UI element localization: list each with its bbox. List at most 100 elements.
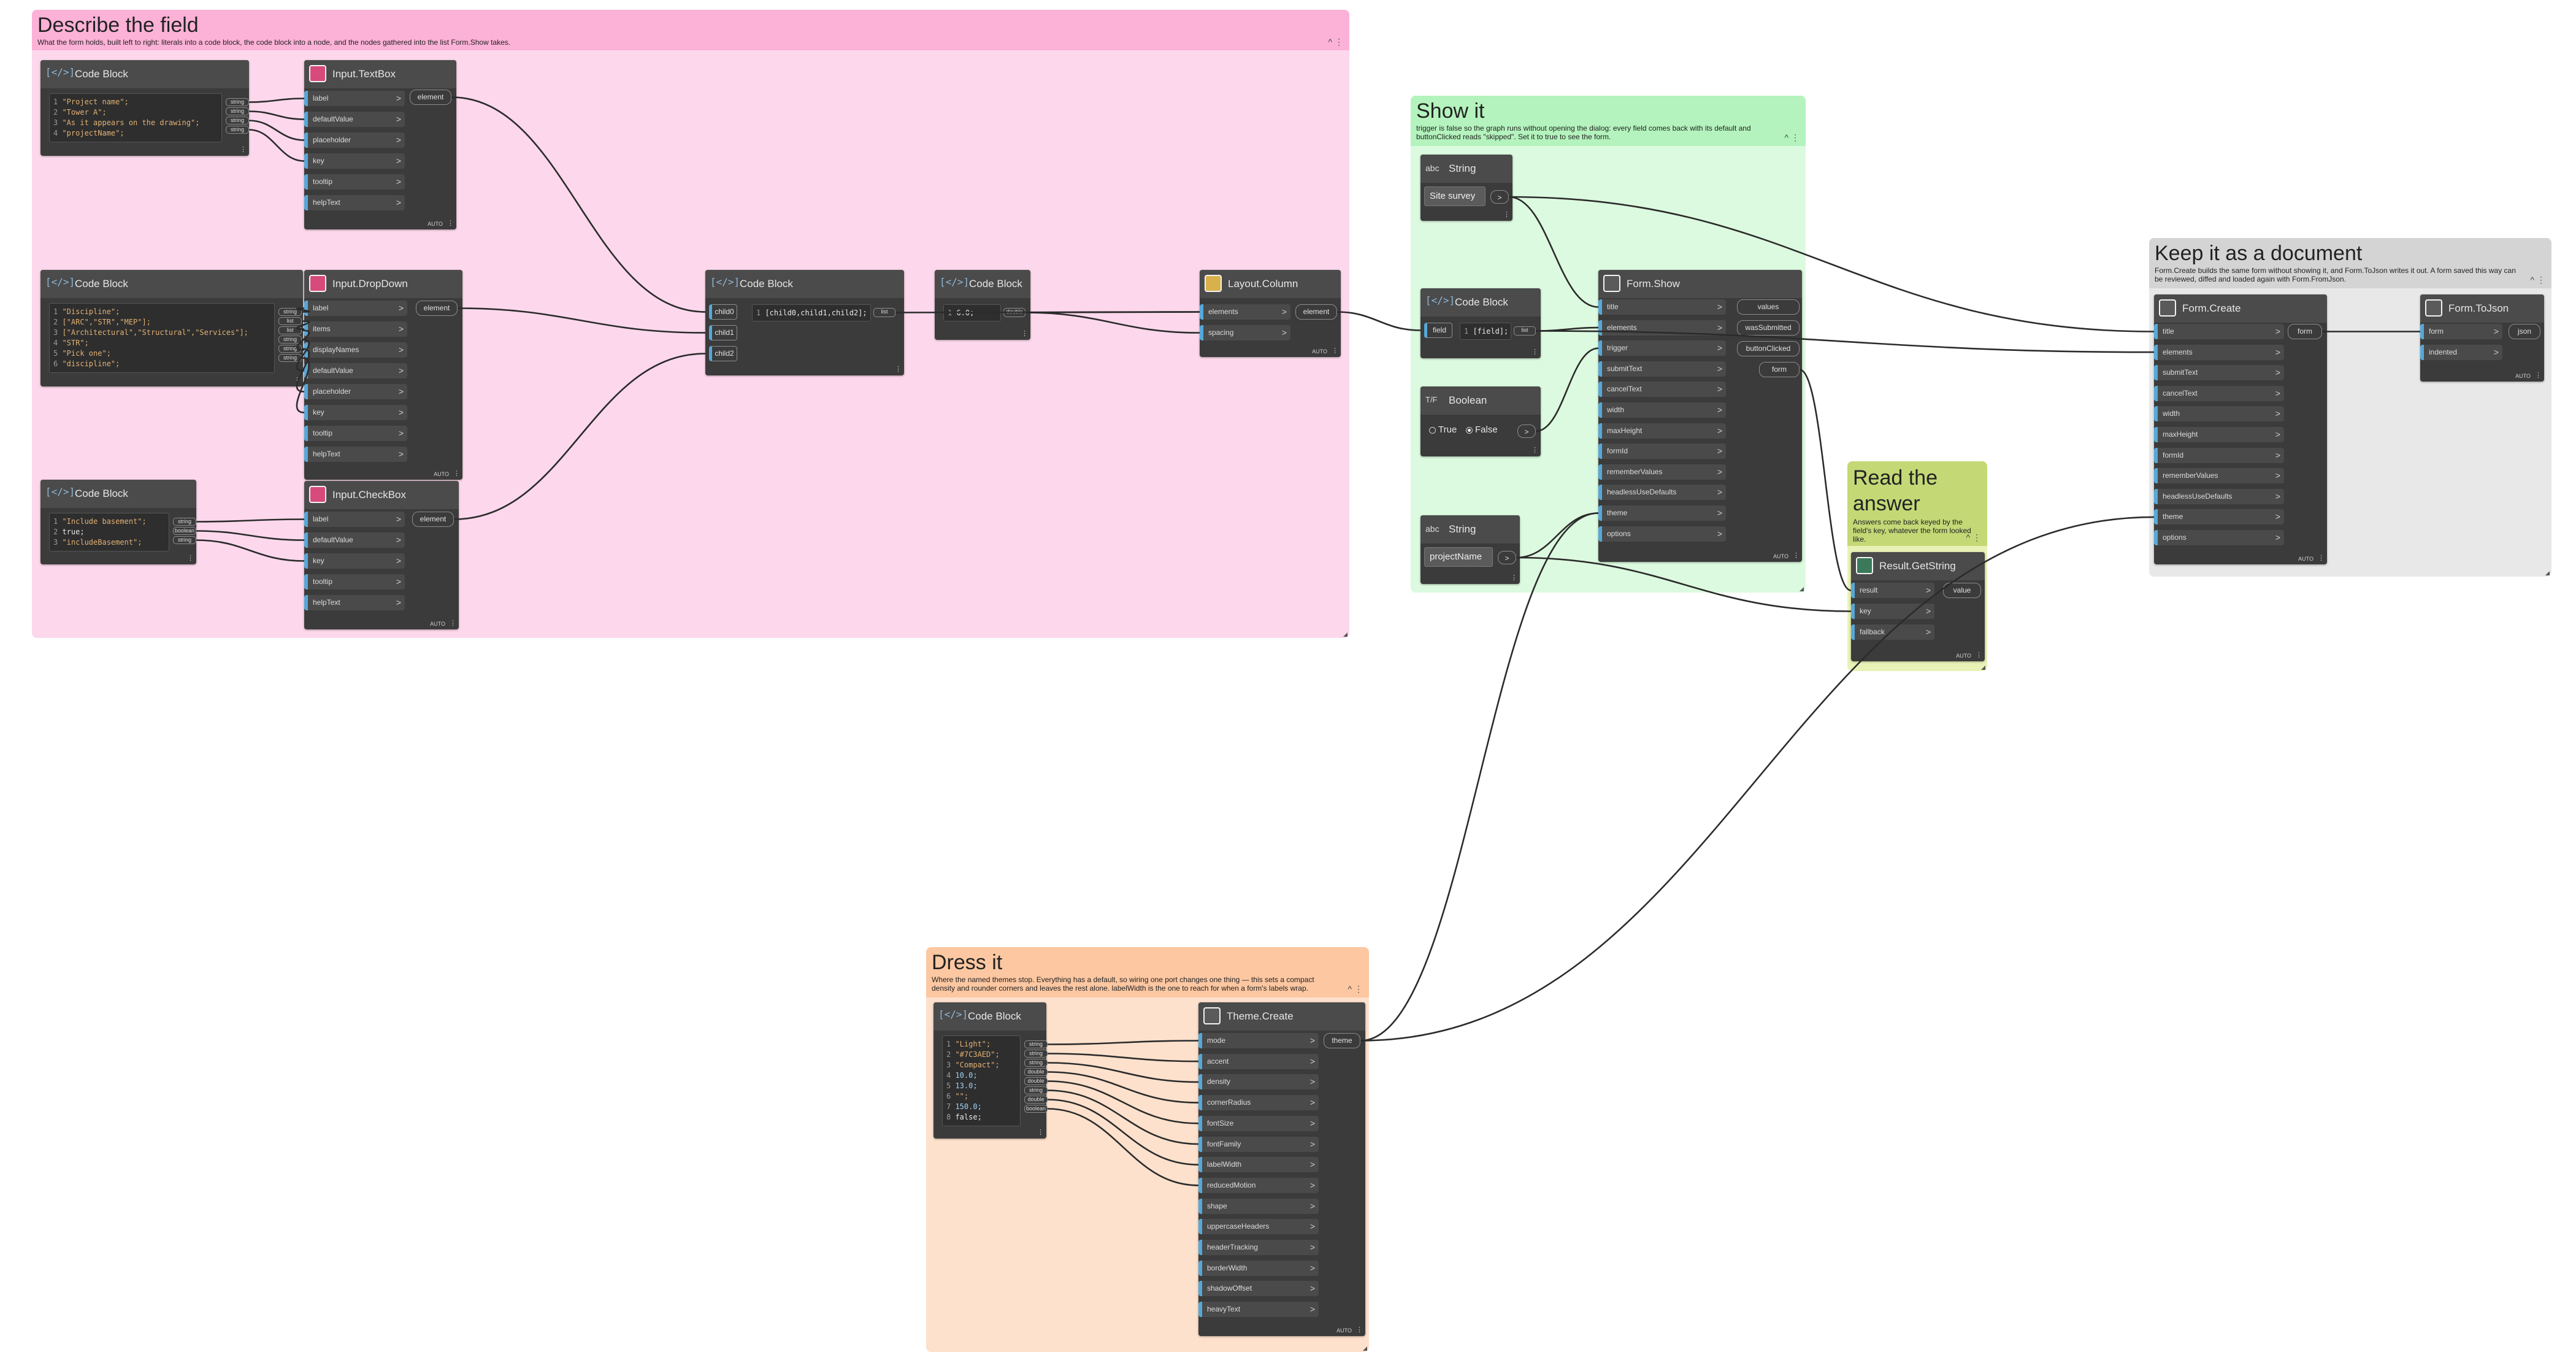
output-type-tag[interactable]: boolean <box>1024 1105 1048 1113</box>
input-port-items[interactable]: items> <box>304 321 407 337</box>
input-port-fontSize[interactable]: fontSize> <box>1198 1115 1319 1131</box>
input-port-tooltip[interactable]: tooltip> <box>304 574 405 590</box>
input-port-labelWidth[interactable]: labelWidth> <box>1198 1157 1319 1173</box>
output-type-tag[interactable]: string <box>1024 1050 1048 1058</box>
input-port-defaultValue[interactable]: defaultValue> <box>304 112 405 127</box>
node-menu-icon[interactable]: ⋮ <box>447 220 454 227</box>
node-menu-icon[interactable]: ⋮ <box>1037 1129 1044 1136</box>
input-port-density[interactable]: density> <box>1198 1074 1319 1090</box>
output-type-tag[interactable]: string <box>173 518 196 526</box>
input-port-formId[interactable]: formId> <box>1598 444 1726 459</box>
resize-handle[interactable] <box>1800 587 1804 591</box>
input-port-theme[interactable]: theme> <box>1598 505 1726 521</box>
input-port-headlessUseDefaults[interactable]: headlessUseDefaults> <box>1598 485 1726 501</box>
connector-wire[interactable] <box>1360 516 2155 1042</box>
node-menu-icon[interactable]: ⋮ <box>895 366 902 373</box>
output-type-tag[interactable]: string <box>278 345 302 353</box>
input-port-child1[interactable]: child1 <box>709 325 737 340</box>
input-port-placeholder[interactable]: placeholder> <box>304 133 405 148</box>
input-port-title[interactable]: title> <box>1598 299 1726 315</box>
input-port-cancelText[interactable]: cancelText> <box>2154 385 2284 401</box>
node-menu-icon[interactable]: ⋮ <box>2535 372 2542 379</box>
input-port-defaultValue[interactable]: defaultValue> <box>304 532 405 548</box>
output-type-tag[interactable]: list <box>278 326 302 334</box>
output-type-tag[interactable]: string <box>278 308 302 316</box>
code-editor[interactable]: 1 "Discipline";2 ["ARC","STR","MEP"];3 [… <box>49 303 275 373</box>
node-header[interactable]: [</>]Code Block <box>40 480 196 508</box>
input-port-label[interactable]: label> <box>304 512 405 527</box>
output-port-theme[interactable]: theme <box>1324 1033 1360 1048</box>
resize-handle[interactable] <box>1363 1346 1367 1351</box>
output-port-wasSubmitted[interactable]: wasSubmitted <box>1737 320 1800 336</box>
input-port-options[interactable]: options> <box>2154 530 2284 545</box>
output-type-tag[interactable]: string <box>1024 1040 1048 1048</box>
input-port-helpText[interactable]: helpText> <box>304 447 407 462</box>
node-menu-icon[interactable]: ⋮ <box>240 146 247 153</box>
string-value-input[interactable]: projectName <box>1424 547 1493 567</box>
output-type-tag[interactable]: list <box>278 317 302 325</box>
node-cb_theme[interactable]: [</>]Code Block⋮1 "Light";2 "#7C3AED";3 … <box>933 1002 1048 1139</box>
input-port-borderWidth[interactable]: borderWidth> <box>1198 1260 1319 1276</box>
output-port-element[interactable]: element <box>1295 304 1337 320</box>
input-port-key[interactable]: key> <box>304 153 405 169</box>
input-port-shadowOffset[interactable]: shadowOffset> <box>1198 1281 1319 1297</box>
output-type-tag[interactable]: string <box>226 126 249 134</box>
output-type-tag[interactable]: list <box>1514 326 1536 336</box>
output-port-values[interactable]: values <box>1737 299 1800 315</box>
input-port-theme[interactable]: theme> <box>2154 509 2284 525</box>
output-type-tag[interactable]: string <box>278 336 302 344</box>
input-port-spacing[interactable]: spacing> <box>1200 325 1290 340</box>
node-menu-icon[interactable]: ⋮ <box>1503 211 1510 218</box>
input-port-form[interactable]: form> <box>2420 324 2502 339</box>
input-port-maxHeight[interactable]: maxHeight> <box>1598 423 1726 439</box>
collapse-chevron-icon[interactable]: ^ ⋮ <box>1784 133 1800 142</box>
node-header[interactable]: Layout.Column <box>1200 270 1341 298</box>
code-editor[interactable]: 1 [field]; <box>1460 323 1511 340</box>
output-type-tag[interactable]: string <box>226 117 249 125</box>
input-port-rememberValues[interactable]: rememberValues> <box>1598 464 1726 480</box>
output-port-element[interactable]: element <box>410 90 451 105</box>
output-port-value[interactable]: value <box>1943 583 1981 598</box>
output-type-tag[interactable]: string <box>278 354 302 362</box>
resize-handle[interactable] <box>1343 632 1347 637</box>
node-menu-icon[interactable]: ⋮ <box>1511 574 1517 582</box>
code-editor[interactable]: 1 "Project name";2 "Tower A";3 "As it ap… <box>49 93 222 142</box>
node-header[interactable]: Theme.Create <box>1198 1002 1365 1031</box>
output-type-tag[interactable]: string <box>173 536 196 544</box>
node-header[interactable]: [</>]Code Block <box>933 1002 1046 1031</box>
node-header[interactable]: Input.CheckBox <box>304 481 459 509</box>
input-port-shape[interactable]: shape> <box>1198 1198 1319 1214</box>
output-type-tag[interactable]: list <box>873 308 895 317</box>
node-menu-icon[interactable]: ⋮ <box>450 620 456 627</box>
input-port-key[interactable]: key> <box>304 405 407 420</box>
node-menu-icon[interactable]: ⋮ <box>1793 552 1800 559</box>
input-port-options[interactable]: options> <box>1598 526 1726 542</box>
output-port-element[interactable]: element <box>412 512 454 527</box>
input-port-defaultValue[interactable]: defaultValue> <box>304 363 407 378</box>
input-port-key[interactable]: key> <box>1851 604 1934 619</box>
output-port-form[interactable]: form <box>1759 362 1800 377</box>
input-port-label[interactable]: label> <box>304 301 407 316</box>
code-editor[interactable]: 1 6.0; <box>943 304 1001 321</box>
input-port-field[interactable]: field <box>1424 323 1452 338</box>
input-port-submitText[interactable]: submitText> <box>1598 361 1726 377</box>
node-header[interactable]: [</>]Code Block <box>40 60 249 88</box>
input-port-displayNames[interactable]: displayNames> <box>304 342 407 358</box>
input-port-reducedMotion[interactable]: reducedMotion> <box>1198 1177 1319 1193</box>
node-menu-icon[interactable]: ⋮ <box>294 377 301 384</box>
node-cb2[interactable]: [</>]Code Block⋮1 "Discipline";2 ["ARC",… <box>40 270 303 386</box>
resize-handle[interactable] <box>2545 571 2550 575</box>
output-type-tag[interactable]: double <box>1003 308 1025 317</box>
node-cb3[interactable]: [</>]Code Block⋮1 "Include basement";2 t… <box>40 480 196 564</box>
output-type-tag[interactable]: string <box>1024 1059 1048 1067</box>
code-editor[interactable]: 1 "Include basement";2 true;3 "includeBa… <box>49 513 169 551</box>
